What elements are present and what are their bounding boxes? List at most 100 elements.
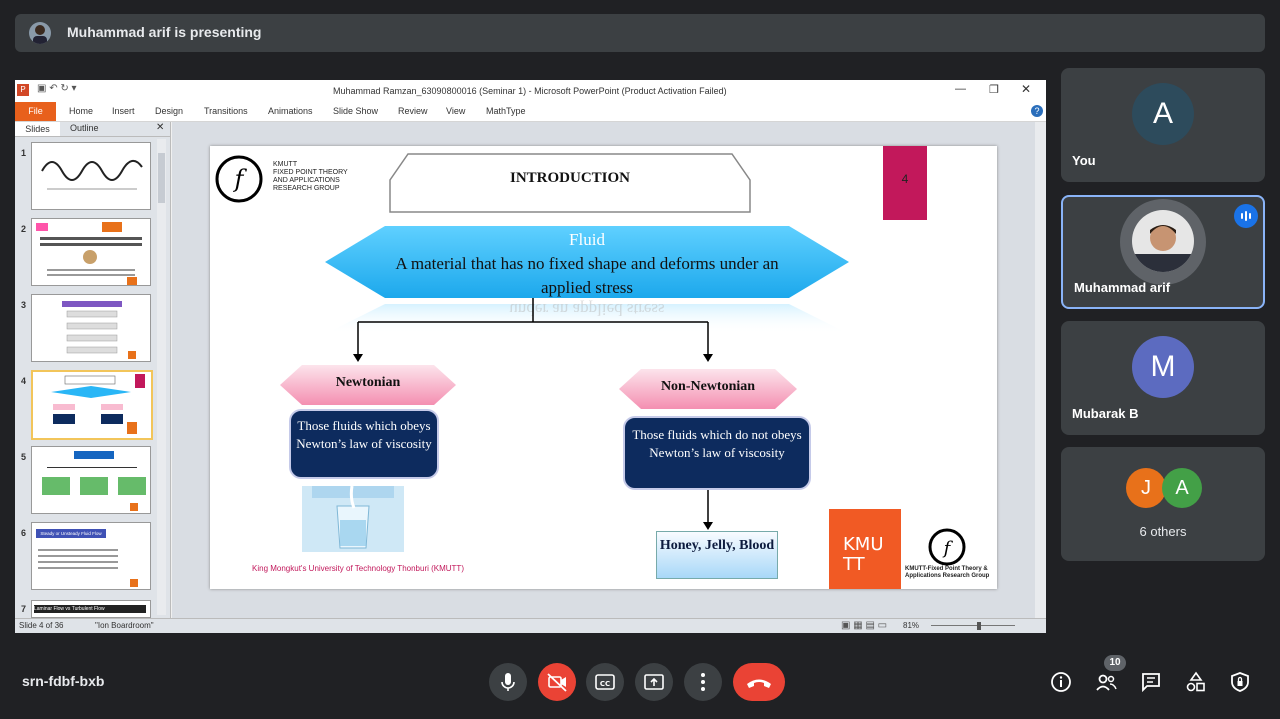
tab-home[interactable]: Home <box>69 106 94 116</box>
quick-access-icons[interactable]: ▣ ↶ ↻ ▾ <box>37 83 77 94</box>
host-controls-button[interactable] <box>1228 670 1252 694</box>
group-footer: KMUTT-Fixed Point Theory & Applications … <box>905 566 990 579</box>
thumb-number: 1 <box>21 148 27 158</box>
present-button[interactable] <box>635 663 673 701</box>
newtonian-shape <box>280 365 456 405</box>
camera-off-button[interactable] <box>538 663 576 701</box>
slide-title: INTRODUCTION <box>509 170 630 186</box>
slide-thumb-1[interactable] <box>31 142 151 210</box>
close-icon[interactable]: ✕ <box>1021 82 1032 96</box>
group-name: KMUTT FIXED POINT THEORY AND APPLICATION… <box>273 161 348 192</box>
minimize-icon[interactable]: — <box>955 83 966 95</box>
participant-tile-muhammad-arif[interactable]: Muhammad arif <box>1061 195 1265 309</box>
slide-number-box: 4 <box>883 146 927 220</box>
meeting-code: srn-fdbf-bxb <box>22 673 105 689</box>
tab-view[interactable]: View <box>446 106 466 116</box>
participant-tile-mubarak[interactable]: M Mubarak B <box>1061 321 1265 435</box>
slide-thumb-2[interactable] <box>31 218 151 286</box>
others-count: 6 others <box>1139 524 1187 539</box>
people-icon <box>1096 674 1117 691</box>
kmutt-logo-text: KMUTT <box>843 534 884 575</box>
thumb-number: 3 <box>21 300 27 310</box>
zoom-slider[interactable] <box>927 622 1017 630</box>
more-options-button[interactable] <box>684 663 722 701</box>
restore-icon[interactable]: ❐ <box>989 84 999 96</box>
slide-thumb-7[interactable]: Laminar Flow vs Turbulent Flow <box>31 600 151 618</box>
tab-mathtype[interactable]: MathType <box>486 106 526 116</box>
avatar: J <box>1126 468 1166 508</box>
non-newtonian-shape <box>619 369 797 409</box>
theme-name: "Ion Boardroom" <box>95 621 154 630</box>
microphone-button[interactable] <box>489 663 527 701</box>
title-box <box>389 153 751 213</box>
meeting-details-button[interactable] <box>1049 670 1073 694</box>
slide-number: 4 <box>901 172 909 186</box>
microphone-icon <box>501 673 515 691</box>
tab-review[interactable]: Review <box>398 106 428 116</box>
close-panel-icon[interactable]: ✕ <box>156 122 165 133</box>
participant-tile-you[interactable]: A You <box>1061 68 1265 182</box>
avatar <box>1132 210 1194 272</box>
chat-icon <box>1142 673 1160 693</box>
non-newtonian-description: Those fluids which do not obeys Newton’s… <box>623 416 811 490</box>
tab-animations[interactable]: Animations <box>268 106 313 116</box>
slide-thumb-5[interactable] <box>31 446 151 514</box>
canvas-scrollbar[interactable] <box>1035 122 1046 618</box>
fluid-banner <box>325 226 849 334</box>
fluid-heading: Fluid <box>569 230 605 249</box>
ppt-titlebar: P ▣ ↶ ↻ ▾ Muhammad Ramzan_63090800016 (S… <box>15 80 1046 102</box>
shared-screen: P ▣ ↶ ↻ ▾ Muhammad Ramzan_63090800016 (S… <box>15 80 1046 633</box>
slide-thumb-3[interactable] <box>31 294 151 362</box>
participant-name: You <box>1072 153 1096 168</box>
help-icon[interactable]: ? <box>1031 105 1043 117</box>
svg-text:CC: CC <box>600 680 610 688</box>
panel-scrollbar[interactable] <box>157 139 166 615</box>
thumb-number: 4 <box>21 376 27 386</box>
participant-name: Muhammad arif <box>1074 280 1171 295</box>
chat-button[interactable] <box>1139 670 1163 694</box>
fluid-definition: A material that has no fixed shape and d… <box>395 254 779 297</box>
tab-outline[interactable]: Outline <box>70 123 99 133</box>
activities-icon <box>1186 671 1205 692</box>
tab-file[interactable]: File <box>15 102 56 121</box>
hang-up-icon <box>747 679 771 688</box>
thumb-title: Steady or Unsteady Fluid Flow <box>36 529 106 538</box>
avatar: A <box>1132 83 1194 145</box>
present-screen-icon <box>644 674 664 690</box>
participant-tile-others[interactable]: J A 6 others <box>1061 447 1265 561</box>
tab-design[interactable]: Design <box>155 106 184 116</box>
captions-button[interactable]: CC <box>586 663 624 701</box>
slides-panel: Slides Outline ✕ 1 2 3 4 5 6 Stea <box>15 122 171 618</box>
fpt-logo-icon: f <box>215 155 263 203</box>
fpt-footer-logo-icon: f <box>928 528 966 566</box>
slide-thumb-6[interactable]: Steady or Unsteady Fluid Flow <box>31 522 151 590</box>
slide-thumb-4[interactable] <box>31 370 153 440</box>
connector-lines <box>353 298 713 362</box>
water-glass-image <box>302 486 404 552</box>
activities-button[interactable] <box>1184 670 1208 694</box>
tab-insert[interactable]: Insert <box>112 106 135 116</box>
camera-off-icon <box>547 673 567 692</box>
newtonian-description: Those fluids which obeys Newton’s law of… <box>289 409 439 479</box>
avatar: A <box>1162 468 1202 508</box>
tab-slides[interactable]: Slides <box>15 122 60 136</box>
tab-transitions[interactable]: Transitions <box>204 106 248 116</box>
zoom-level: 81% <box>903 621 920 630</box>
examples-arrow <box>703 490 713 530</box>
university-footer: King Mongkut's University of Technology … <box>252 564 464 573</box>
more-vert-icon <box>701 673 705 691</box>
examples-box: Honey, Jelly, Blood <box>656 531 778 579</box>
status-bar: Slide 4 of 36 "Ion Boardroom" ▣ ▦ ▤ ▭ 81… <box>15 618 1046 633</box>
thumb-number: 6 <box>21 528 27 538</box>
powerpoint-icon: P <box>17 84 29 96</box>
avatar: M <box>1132 336 1194 398</box>
end-call-button[interactable] <box>733 663 785 701</box>
shield-lock-icon <box>1231 672 1249 692</box>
tab-slide-show[interactable]: Slide Show <box>333 106 379 116</box>
slide: f KMUTT FIXED POINT THEORY AND APPLICATI… <box>210 146 997 589</box>
people-button[interactable] <box>1094 670 1118 694</box>
thumb-number: 5 <box>21 452 27 462</box>
info-icon <box>1051 672 1071 692</box>
ribbon-tabs: File Home Insert Design Transitions Anim… <box>15 102 1046 122</box>
view-buttons[interactable]: ▣ ▦ ▤ ▭ <box>841 620 888 631</box>
